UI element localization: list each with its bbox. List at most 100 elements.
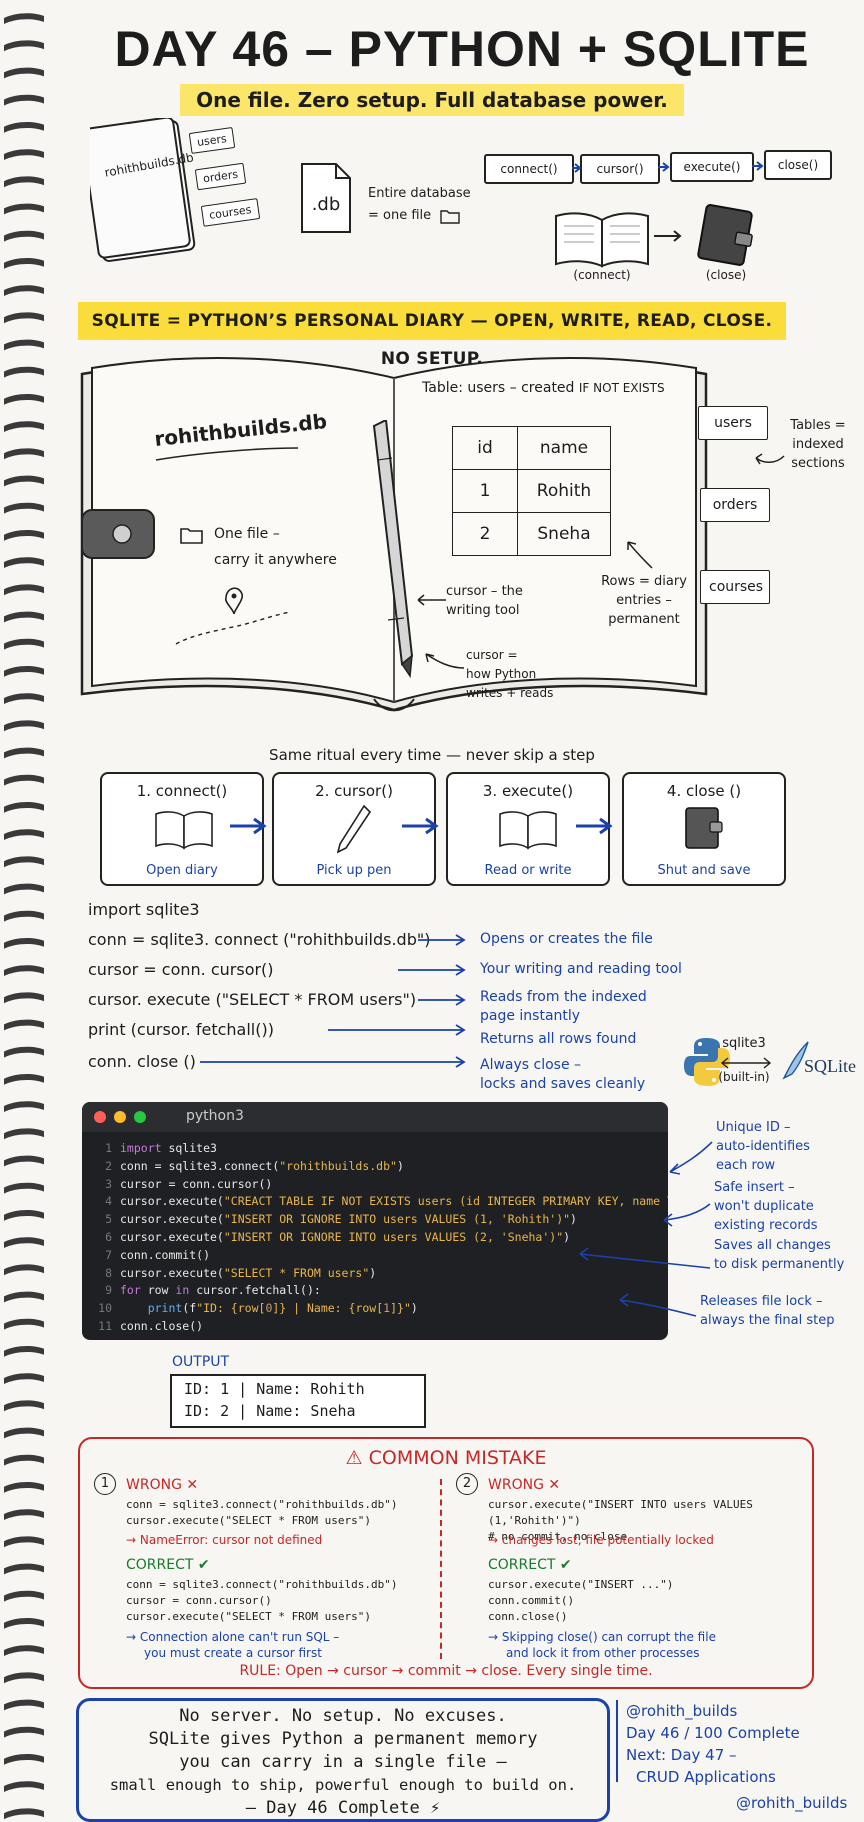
spiral-ring — [4, 1019, 44, 1031]
double-arrow-icon — [720, 1057, 772, 1069]
spiral-ring — [4, 584, 44, 596]
step-caption: Pick up pen — [316, 863, 392, 878]
next-line-1: Next: Day 47 – — [626, 1746, 737, 1764]
diary-one-file-1: One file – — [214, 526, 280, 542]
code-line: cursor = conn. cursor() — [88, 960, 274, 979]
step-title: 3. execute() — [482, 782, 574, 800]
spiral-ring — [4, 1373, 44, 1384]
spiral-ring — [4, 720, 44, 732]
code-import: import sqlite3 — [88, 900, 200, 919]
mistake-rule: RULE: Open → cursor → commit → close. Ev… — [239, 1663, 653, 1679]
output-line: ID: 2 | Name: Sneha — [184, 1402, 356, 1420]
spiral-ring — [4, 366, 44, 378]
correct-code: conn = sqlite3.connect("rohithbuilds.db"… — [126, 1578, 398, 1623]
mistake-title: ⚠ COMMON MISTAKE — [345, 1447, 547, 1469]
spiral-ring — [4, 1210, 44, 1221]
builtin-top: sqlite3 — [722, 1036, 766, 1051]
header-name: name — [517, 426, 611, 470]
pencil-icon — [372, 420, 414, 679]
correct-code: cursor.execute("INSERT ...") conn.commit… — [488, 1578, 674, 1623]
sqlite-feather-icon — [782, 1041, 809, 1080]
correct-note: → Skipping close() can corrupt the file … — [488, 1630, 716, 1660]
spiral-ring — [4, 910, 44, 922]
rows-note: Rows = diary entries – permanent — [601, 574, 687, 627]
diary-tab-orders: orders — [700, 488, 770, 522]
spiral-ring — [4, 1291, 44, 1303]
cross-icon: ✕ — [186, 1477, 199, 1493]
step-caption: Shut and save — [657, 863, 751, 878]
cell-name: Sneha — [517, 512, 611, 556]
spiral-ring — [4, 557, 44, 568]
ritual-caption: Same ritual every time — never skip a st… — [269, 746, 595, 764]
spiral-ring — [4, 122, 44, 133]
spiral-ring — [4, 394, 44, 405]
spiral-ring — [4, 1128, 44, 1140]
correct-label: CORRECT ✔ — [126, 1557, 210, 1573]
spiral-ring — [4, 883, 44, 895]
wrong-code: conn = sqlite3.connect("rohithbuilds.db"… — [126, 1498, 398, 1527]
folder-icon — [180, 528, 203, 544]
flow-close: close() — [764, 150, 832, 180]
check-icon: ✔ — [559, 1557, 572, 1573]
diary-banner: SQLITE = PYTHON’S PERSONAL DIARY — OPEN,… — [78, 302, 786, 369]
python-logo-icon — [684, 1038, 730, 1086]
page-title: DAY 46 – PYTHON + SQLITE — [114, 21, 810, 77]
close-dot-icon — [94, 1111, 106, 1123]
terminal-title: python3 — [186, 1108, 244, 1124]
spiral-ring — [4, 475, 44, 487]
spiral-ring — [4, 176, 44, 188]
wrong-label: WRONG ✕ — [126, 1477, 199, 1493]
spiral-ring — [4, 1237, 44, 1248]
spiral-ring — [4, 67, 44, 79]
step-title: 1. connect() — [136, 782, 228, 800]
subtitle-wrap: One file. Zero setup. Full database powe… — [0, 84, 864, 116]
code-line: print (cursor. fetchall()) — [88, 1020, 274, 1039]
file-caption-2: = one file — [368, 208, 432, 223]
output-label: OUTPUT — [172, 1354, 230, 1370]
spiral-ring — [4, 530, 44, 541]
cross-icon: ✕ — [548, 1477, 561, 1493]
spiral-ring — [4, 1536, 44, 1548]
users-table: id name 1 Rohith 2 Sneha — [452, 426, 611, 556]
spiral-ring — [4, 285, 44, 296]
spiral-ring — [4, 1182, 44, 1194]
maximize-dot-icon — [134, 1111, 146, 1123]
table-title: Table: users – created IF NOT EXISTS — [422, 380, 665, 396]
footer-divider — [616, 1700, 618, 1782]
spiral-ring — [4, 1645, 44, 1656]
handle-bottom[interactable]: @rohith_builds — [736, 1794, 848, 1812]
terminal-note: Safe insert – won't duplicate existing r… — [714, 1180, 818, 1233]
step-cursor: 2. cursor() Pick up pen — [272, 772, 436, 886]
spiral-ring — [4, 1046, 44, 1058]
terminal-note: Unique ID – auto-identifies each row — [716, 1120, 810, 1173]
open-book-icon — [555, 212, 649, 268]
closed-caption: (close) — [705, 268, 747, 282]
progress-text: Day 46 / 100 Complete — [626, 1724, 800, 1742]
step-caption: Open diary — [146, 863, 218, 878]
output-box: ID: 1 | Name: Rohith ID: 2 | Name: Sneha — [170, 1374, 426, 1428]
wrong-code: cursor.execute("INSERT INTO users VALUES… — [488, 1498, 753, 1543]
folder-icon — [440, 210, 460, 224]
spiral-ring — [4, 1563, 44, 1575]
minimize-dot-icon — [114, 1111, 126, 1123]
sqlite-logo-text: SQLite — [804, 1056, 856, 1076]
diary-one-file-2: carry it anywhere — [214, 552, 337, 568]
spiral-ring — [4, 1482, 44, 1493]
spiral-ring — [4, 1264, 44, 1276]
check-icon: ✔ — [197, 1557, 210, 1573]
spiral-ring — [4, 638, 44, 650]
diary-tab-users: users — [698, 406, 768, 440]
spiral-ring — [4, 802, 44, 813]
flow-connect: connect() — [484, 154, 574, 184]
code-note: Always close – locks and saves cleanly — [480, 1057, 646, 1092]
spiral-ring — [4, 502, 44, 514]
code-line: conn. close () — [88, 1052, 196, 1071]
step-close: 4. close () Shut and save — [622, 772, 786, 886]
terminal-arrows — [579, 1141, 713, 1317]
spiral-ring — [4, 856, 44, 868]
handle-link[interactable]: @rohith_builds — [626, 1702, 738, 1720]
spiral-ring — [4, 94, 44, 106]
spiral-ring — [4, 1454, 44, 1466]
spiral-ring — [4, 230, 44, 242]
